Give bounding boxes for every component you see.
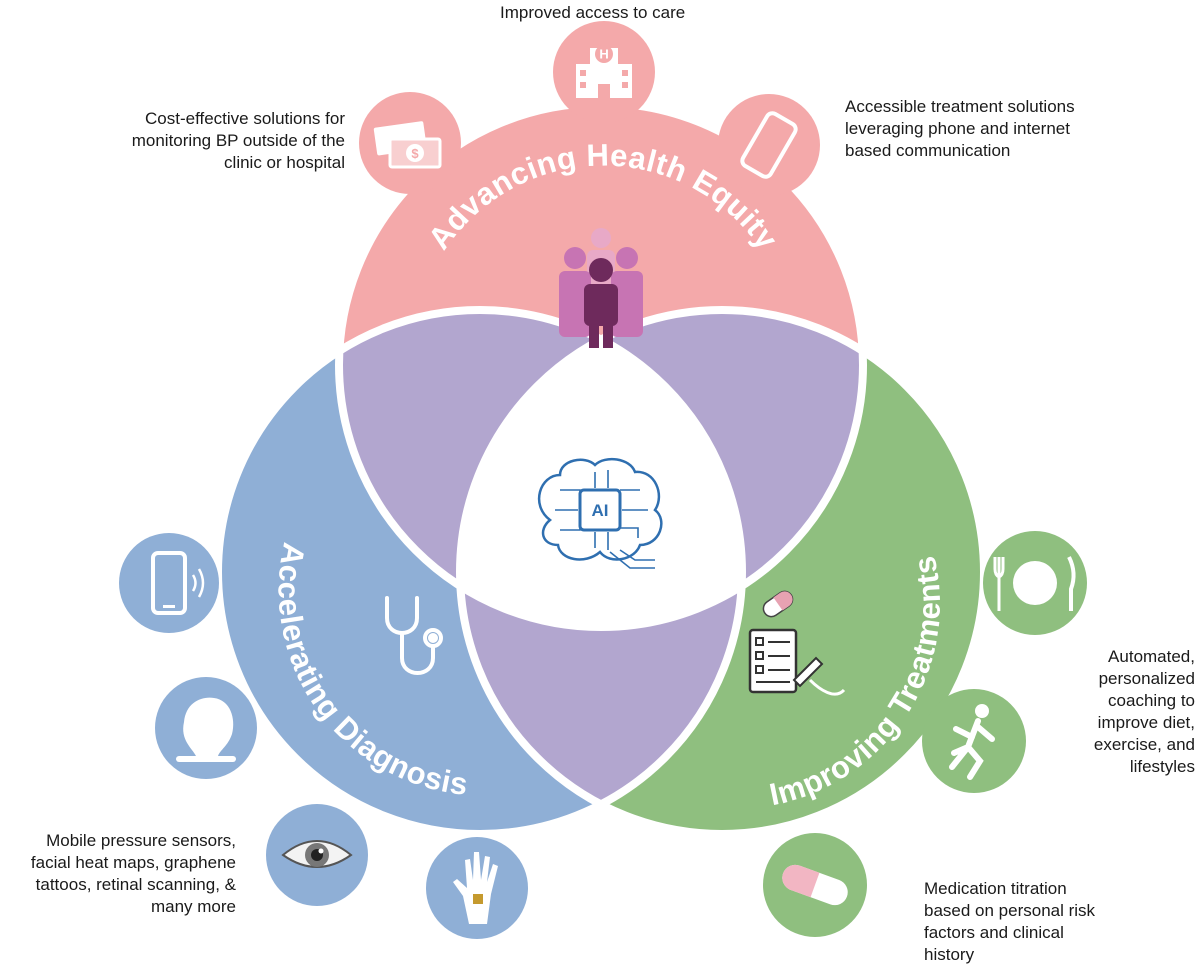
smartphone-icon <box>718 94 820 196</box>
caption-diagnosis-tools: Mobile pressure sensors, facial heat map… <box>30 831 236 916</box>
svg-text:$: $ <box>411 146 419 161</box>
hand-sensor-icon <box>426 837 528 939</box>
center-region <box>460 310 742 627</box>
caption-accessible-treatment: Accessible treatment solutions leveragin… <box>845 97 1075 160</box>
hospital-icon: H <box>553 21 655 123</box>
vibrating-phone-icon <box>119 533 219 633</box>
plate-utensils-icon <box>983 531 1087 635</box>
runner-icon <box>922 689 1026 793</box>
caption-coaching: Automated, personalized coaching to impr… <box>1093 647 1195 776</box>
svg-text:H: H <box>599 47 608 62</box>
checklist-pill-icon <box>748 590 846 696</box>
people-group-icon <box>559 228 643 348</box>
ai-brain-icon: AI <box>538 457 663 569</box>
caption-cost-effective: Cost-effective solutions for monitoring … <box>131 109 345 172</box>
stethoscope-icon <box>385 596 443 675</box>
caption-medication: Medication titration based on personal r… <box>924 879 1096 964</box>
head-silhouette-icon <box>155 677 257 779</box>
eye-icon <box>266 804 368 906</box>
pill-capsule-icon <box>763 833 867 937</box>
caption-improved-access: Improved access to care <box>500 3 686 22</box>
ai-label: AI <box>592 501 609 520</box>
money-icon: $ <box>359 92 461 194</box>
